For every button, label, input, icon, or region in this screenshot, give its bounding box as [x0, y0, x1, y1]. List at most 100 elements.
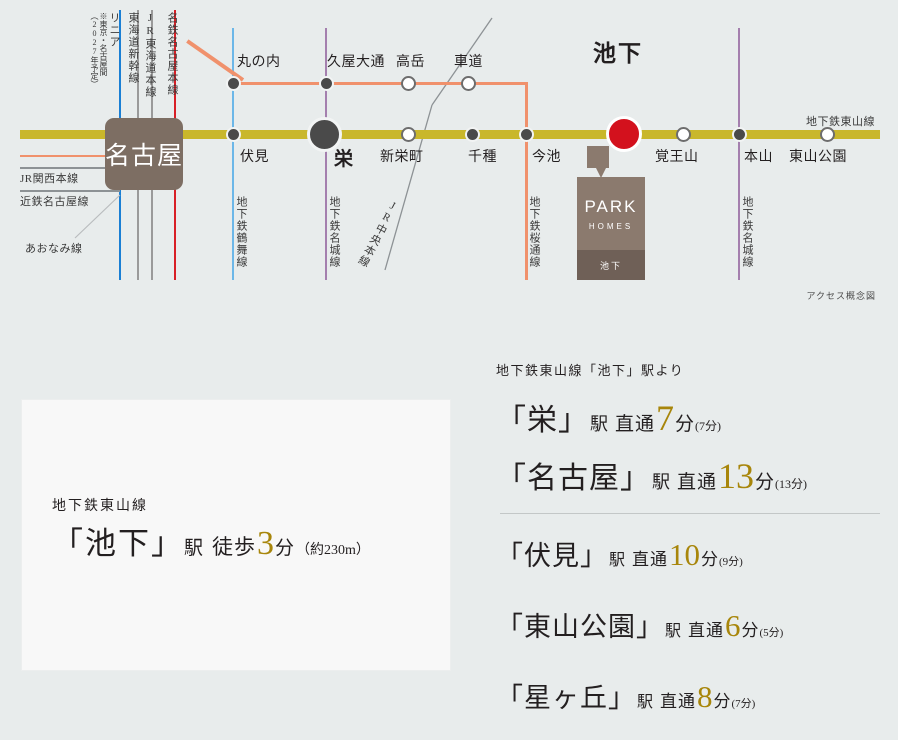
access-station-name: 「伏見」 [496, 541, 608, 571]
station-dot-takaoka[interactable] [401, 76, 416, 91]
access-minutes-unit: 分 [741, 621, 759, 640]
access-minutes-unit: 分 [701, 550, 719, 569]
station-dot-kurumamichi[interactable] [461, 76, 476, 91]
station-dot-chikusa[interactable] [465, 127, 480, 142]
walk-mode-label: 徒歩 [212, 535, 257, 559]
vlabel-tsurumai: 地下鉄鶴舞線 [235, 196, 247, 268]
access-eki-suffix: 駅 [590, 414, 609, 434]
access-direct-label: 直通 [688, 621, 725, 640]
access-route-map: 名鉄名古屋本線 JR東海道本線 東海道新幹線 リニア ※東京・名古屋間 （202… [0, 0, 898, 320]
hlabel-aonami: あおなみ線 [25, 243, 83, 255]
walk-distance-content: 地下鉄東山線 「池下」 駅 徒歩 3 分 （約230m） [52, 495, 370, 563]
station-dot-hisayaodori[interactable] [319, 76, 334, 91]
rail-line-higashiyama [20, 130, 880, 139]
rail-line-meijo-motoyama [738, 28, 740, 280]
hlabel-kintetsu: 近鉄名古屋線 [20, 196, 89, 208]
vlabel-linear: リニア [108, 12, 120, 48]
rail-stub-sakuradori-left [20, 155, 120, 157]
walk-minutes-unit: 分 [275, 538, 295, 559]
rail-stub-jr-kansai [20, 167, 120, 169]
access-station-name: 「栄」 [496, 404, 589, 437]
park-homes-logo: PARK HOMES 池下 [577, 177, 645, 280]
access-row-nagoya: 「名古屋」 駅 直通 13 分 (13分) [496, 453, 886, 497]
station-dot-higashiyamakoen[interactable] [820, 127, 835, 142]
access-minutes: 6 [725, 608, 741, 643]
logo-location-band: 池下 [577, 250, 645, 280]
access-minutes-note: (7分) [731, 698, 756, 710]
access-eki-suffix: 駅 [665, 623, 683, 640]
station-label-motoyama: 本山 [744, 150, 773, 165]
access-minutes: 13 [718, 456, 755, 496]
access-direct-label: 直通 [615, 414, 656, 435]
rail-line-tsurumai [232, 28, 234, 280]
property-map-pin [587, 146, 609, 168]
station-label-imaike: 今池 [532, 150, 561, 165]
access-eki-suffix: 駅 [609, 552, 627, 569]
station-dot-imaike[interactable] [519, 127, 534, 142]
access-direct-label: 直通 [660, 692, 697, 711]
walk-line-name: 地下鉄東山線 [52, 499, 148, 514]
logo-brand-text: PARK [584, 197, 638, 216]
station-label-chikusa: 千種 [468, 150, 497, 165]
access-minutes: 10 [669, 537, 701, 572]
vlabel-meijo-motoyama: 地下鉄名城線 [741, 196, 753, 268]
access-station-name: 「東山公園」 [496, 612, 664, 642]
walk-eki-suffix: 駅 [184, 538, 205, 559]
access-row-fushimi: 「伏見」 駅 直通 10 分 (9分) [496, 534, 886, 573]
rail-line-sakuradori-horizontal [232, 82, 527, 85]
access-eki-suffix: 駅 [637, 694, 655, 711]
walk-distance-note: （約230m） [296, 543, 370, 558]
property-pin-stem [595, 166, 607, 178]
station-dot-sakae[interactable] [307, 117, 342, 152]
access-row-hoshigaoka: 「星ヶ丘」 駅 直通 8 分 (7分) [496, 676, 886, 715]
vlabel-sakuradori: 地下鉄桜通線 [528, 196, 540, 268]
access-row-higashiyamakoen: 「東山公園」 駅 直通 6 分 (5分) [496, 605, 886, 644]
station-label-higashiyamakoen: 東山公園 [789, 150, 847, 165]
rail-line-meijo-sakae [325, 28, 327, 280]
station-label-marunouchi: 丸の内 [237, 55, 281, 70]
station-label-kakuozan: 覚王山 [655, 150, 699, 165]
station-label-sakae: 栄 [334, 149, 354, 170]
access-minutes-note: (9分) [719, 556, 743, 568]
access-minutes-unit: 分 [713, 692, 731, 711]
access-station-name: 「星ヶ丘」 [496, 683, 636, 713]
station-dot-shinsakaemachi[interactable] [401, 127, 416, 142]
vlabel-linear-note-1: ※東京・名古屋間 [99, 12, 108, 76]
vlabel-jr-chuo: JR中央本線 [355, 198, 401, 269]
access-minutes-unit: 分 [675, 414, 695, 435]
station-label-ikeshita: 池下 [593, 41, 643, 66]
station-dot-fushimi[interactable] [226, 127, 241, 142]
walk-station-name: 「池下」 [52, 526, 184, 561]
station-label-shinsakaemachi: 新栄町 [380, 150, 424, 165]
station-dot-marunouchi[interactable] [226, 76, 241, 91]
vlabel-shinkansen: 東海道新幹線 [127, 12, 139, 84]
access-panel-heading: 地下鉄東山線「池下」駅より [496, 363, 685, 378]
walk-minutes: 3 [257, 525, 275, 562]
station-dot-ikeshita[interactable] [606, 116, 642, 152]
access-minutes-unit: 分 [755, 472, 775, 493]
access-times-panel: 地下鉄東山線「池下」駅より 「栄」 駅 直通 7 分 (7分) 「名古屋」 駅 … [496, 360, 886, 729]
station-dot-kakuozan[interactable] [676, 127, 691, 142]
hlabel-jr-kansai: JR関西本線 [20, 173, 79, 185]
vlabel-jr-tokaido: JR東海道本線 [144, 12, 156, 98]
access-minutes-note: (7分) [695, 419, 722, 433]
logo-sub-text: HOMES [588, 222, 634, 231]
access-minutes: 7 [656, 398, 675, 438]
rail-stub-kintetsu [20, 190, 120, 192]
hlabel-higashiyama-line: 地下鉄東山線 [806, 116, 875, 128]
access-station-name: 「名古屋」 [496, 462, 651, 495]
walk-distance-row: 「池下」 駅 徒歩 3 分 （約230m） [52, 518, 370, 563]
walk-distance-panel: 地下鉄東山線 「池下」 駅 徒歩 3 分 （約230m） [22, 400, 450, 670]
station-nagoya-hub[interactable]: 名古屋 [105, 118, 183, 190]
access-direct-label: 直通 [632, 550, 669, 569]
rail-line-sakuradori-vertical [525, 82, 528, 280]
access-minutes-note: (5分) [759, 627, 784, 639]
vlabel-linear-note-2: （2027年予定） [90, 12, 99, 88]
station-label-takaoka: 高岳 [396, 55, 425, 70]
station-dot-motoyama[interactable] [732, 127, 747, 142]
station-label-hisayaodori: 久屋大通 [327, 55, 385, 70]
access-minutes: 8 [697, 679, 713, 714]
station-label-kurumamichi: 車道 [454, 55, 483, 70]
vlabel-meitetsu: 名鉄名古屋本線 [166, 12, 178, 96]
map-caption: アクセス概念図 [806, 291, 876, 301]
